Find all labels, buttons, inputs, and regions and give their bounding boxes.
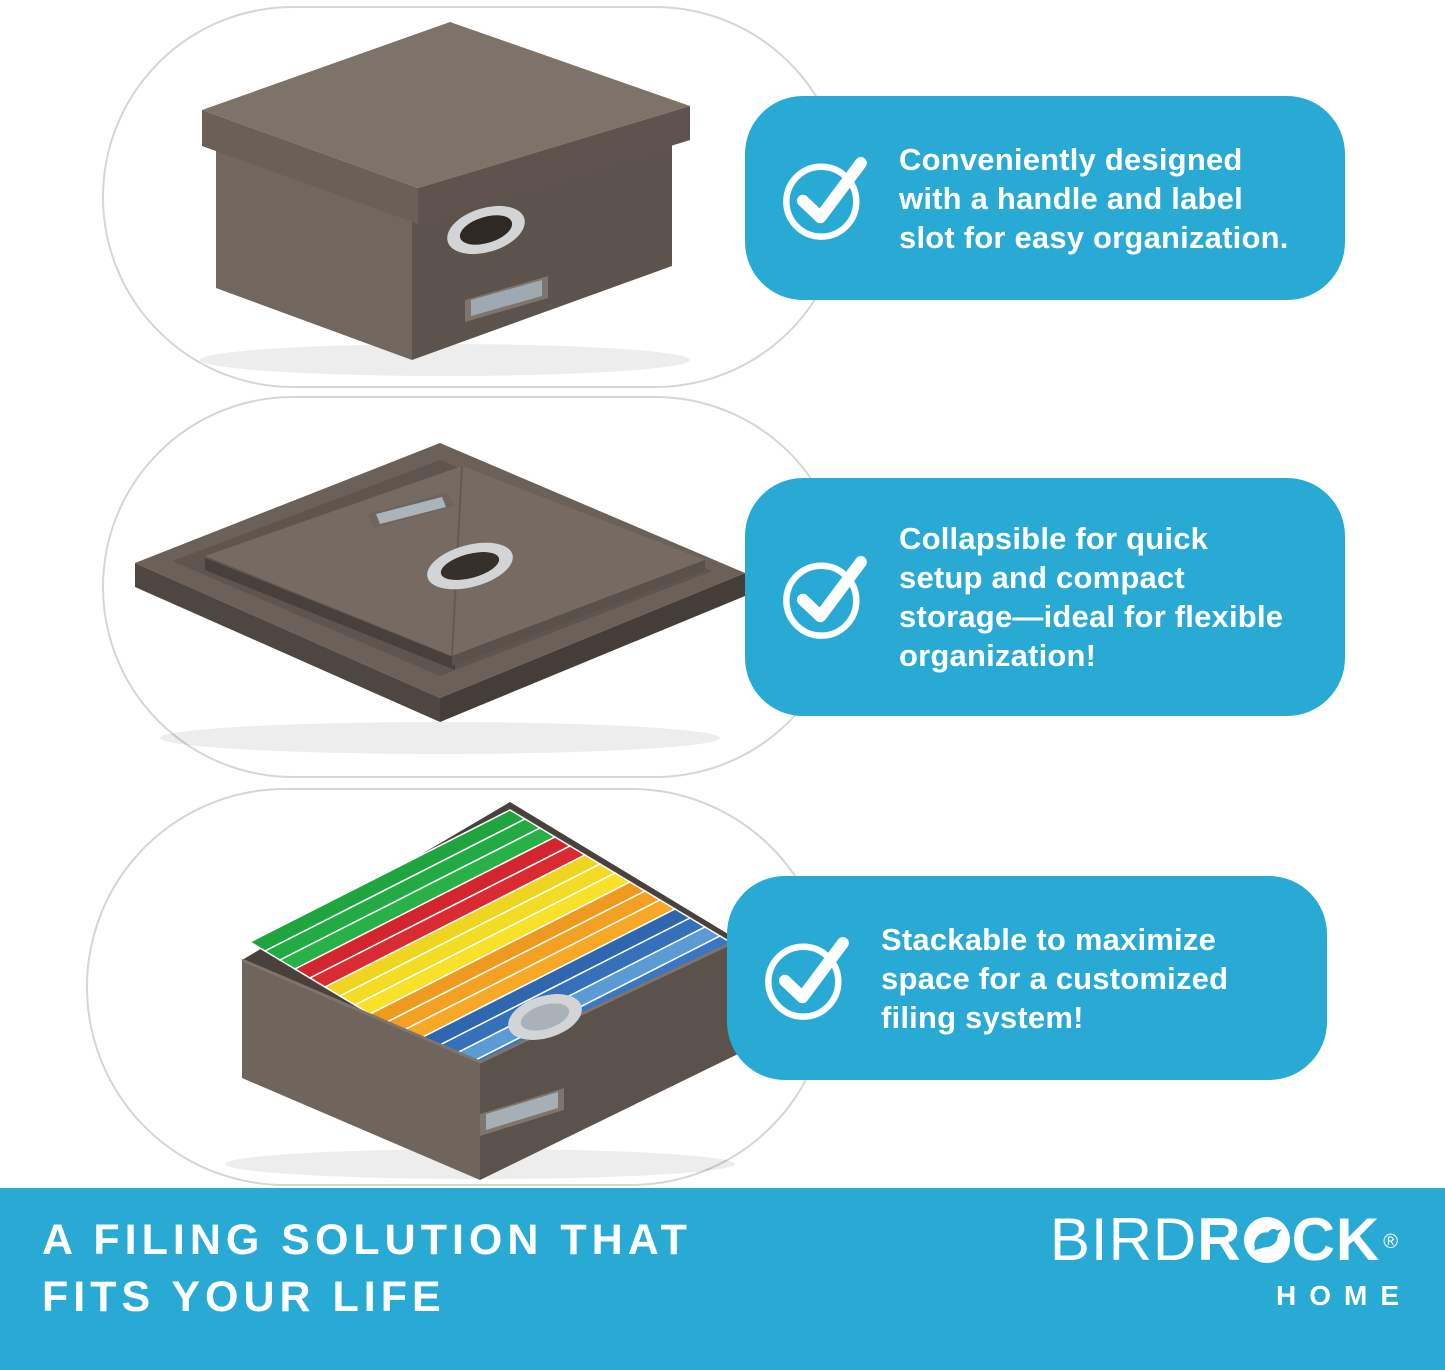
box-lid-left-edge xyxy=(202,110,418,224)
product-photo-collapsed-box xyxy=(135,443,745,754)
tagline-line-2: FITS YOUR LIFE xyxy=(42,1273,446,1321)
handle-grommet xyxy=(447,205,525,255)
brand-text-bird: BIRD xyxy=(1049,1206,1198,1273)
feature-callout-1: Conveniently designed with a handle and … xyxy=(745,96,1345,300)
box-shadow xyxy=(160,722,720,754)
handle-grommet xyxy=(508,994,582,1040)
handle-grommet xyxy=(427,542,513,590)
box-shadow xyxy=(200,344,690,376)
registered-mark: ® xyxy=(1383,1231,1399,1253)
feature-text-line: setup and compact xyxy=(899,560,1185,595)
feature-text-line: filing system! xyxy=(881,999,1084,1035)
bird-icon xyxy=(1243,1217,1290,1263)
bottom-banner: A FILING SOLUTION THAT FITS YOUR LIFE BI… xyxy=(0,1188,1445,1370)
label-slot xyxy=(368,492,454,528)
feature-text-1: Conveniently designed with a handle and … xyxy=(899,140,1289,257)
checkmark-icon xyxy=(783,157,867,240)
brand-logo: BIRD R CK ® HOME xyxy=(1050,1208,1399,1312)
feature-text-line: with a handle and label xyxy=(899,180,1243,216)
checkmark-icon xyxy=(765,937,849,1020)
brand-wordmark: BIRD R CK ® xyxy=(1050,1208,1399,1272)
box-right-face xyxy=(480,940,738,1180)
checkmark-icon xyxy=(783,556,867,639)
lid-tray-front-right-edge xyxy=(440,573,745,722)
feature-text-line: space for a customized xyxy=(881,960,1229,996)
feature-text-line: slot for easy organization. xyxy=(899,219,1289,255)
feature-text-line: Collapsible for quick xyxy=(899,521,1209,556)
feature-text-line: Conveniently designed xyxy=(899,141,1243,177)
lid-tray-front-left-edge xyxy=(135,563,440,722)
feature-text-line: organization! xyxy=(899,638,1097,673)
feature-text-line: Stackable to maximize xyxy=(881,921,1217,957)
product-photo-box-with-files xyxy=(225,802,739,1180)
box-lid-right-edge xyxy=(418,106,690,224)
box-lid-top xyxy=(202,22,690,188)
feature-text-line: storage—ideal for flexible xyxy=(899,599,1284,634)
label-slot xyxy=(465,276,548,322)
panel-shadow xyxy=(205,558,455,670)
feature-callout-3: Stackable to maximize space for a custom… xyxy=(727,876,1327,1080)
feature-text-3: Stackable to maximize space for a custom… xyxy=(881,920,1228,1037)
brand-text-home: HOME xyxy=(1276,1280,1412,1311)
product-photo-closed-box xyxy=(200,22,690,376)
tagline-line-1: A FILING SOLUTION THAT xyxy=(42,1216,692,1264)
tagline: A FILING SOLUTION THAT FITS YOUR LIFE xyxy=(42,1212,692,1326)
brand-text-ck: CK xyxy=(1291,1206,1381,1273)
box-left-face xyxy=(242,960,480,1180)
label-slot xyxy=(480,1088,564,1136)
brand-text-r: R xyxy=(1197,1206,1242,1273)
panel-edge xyxy=(452,560,705,666)
feature-text-2: Collapsible for quick setup and compact … xyxy=(899,519,1283,675)
box-left-face xyxy=(216,148,412,360)
box-rim xyxy=(241,938,739,1064)
feature-callout-2: Collapsible for quick setup and compact … xyxy=(745,478,1345,716)
